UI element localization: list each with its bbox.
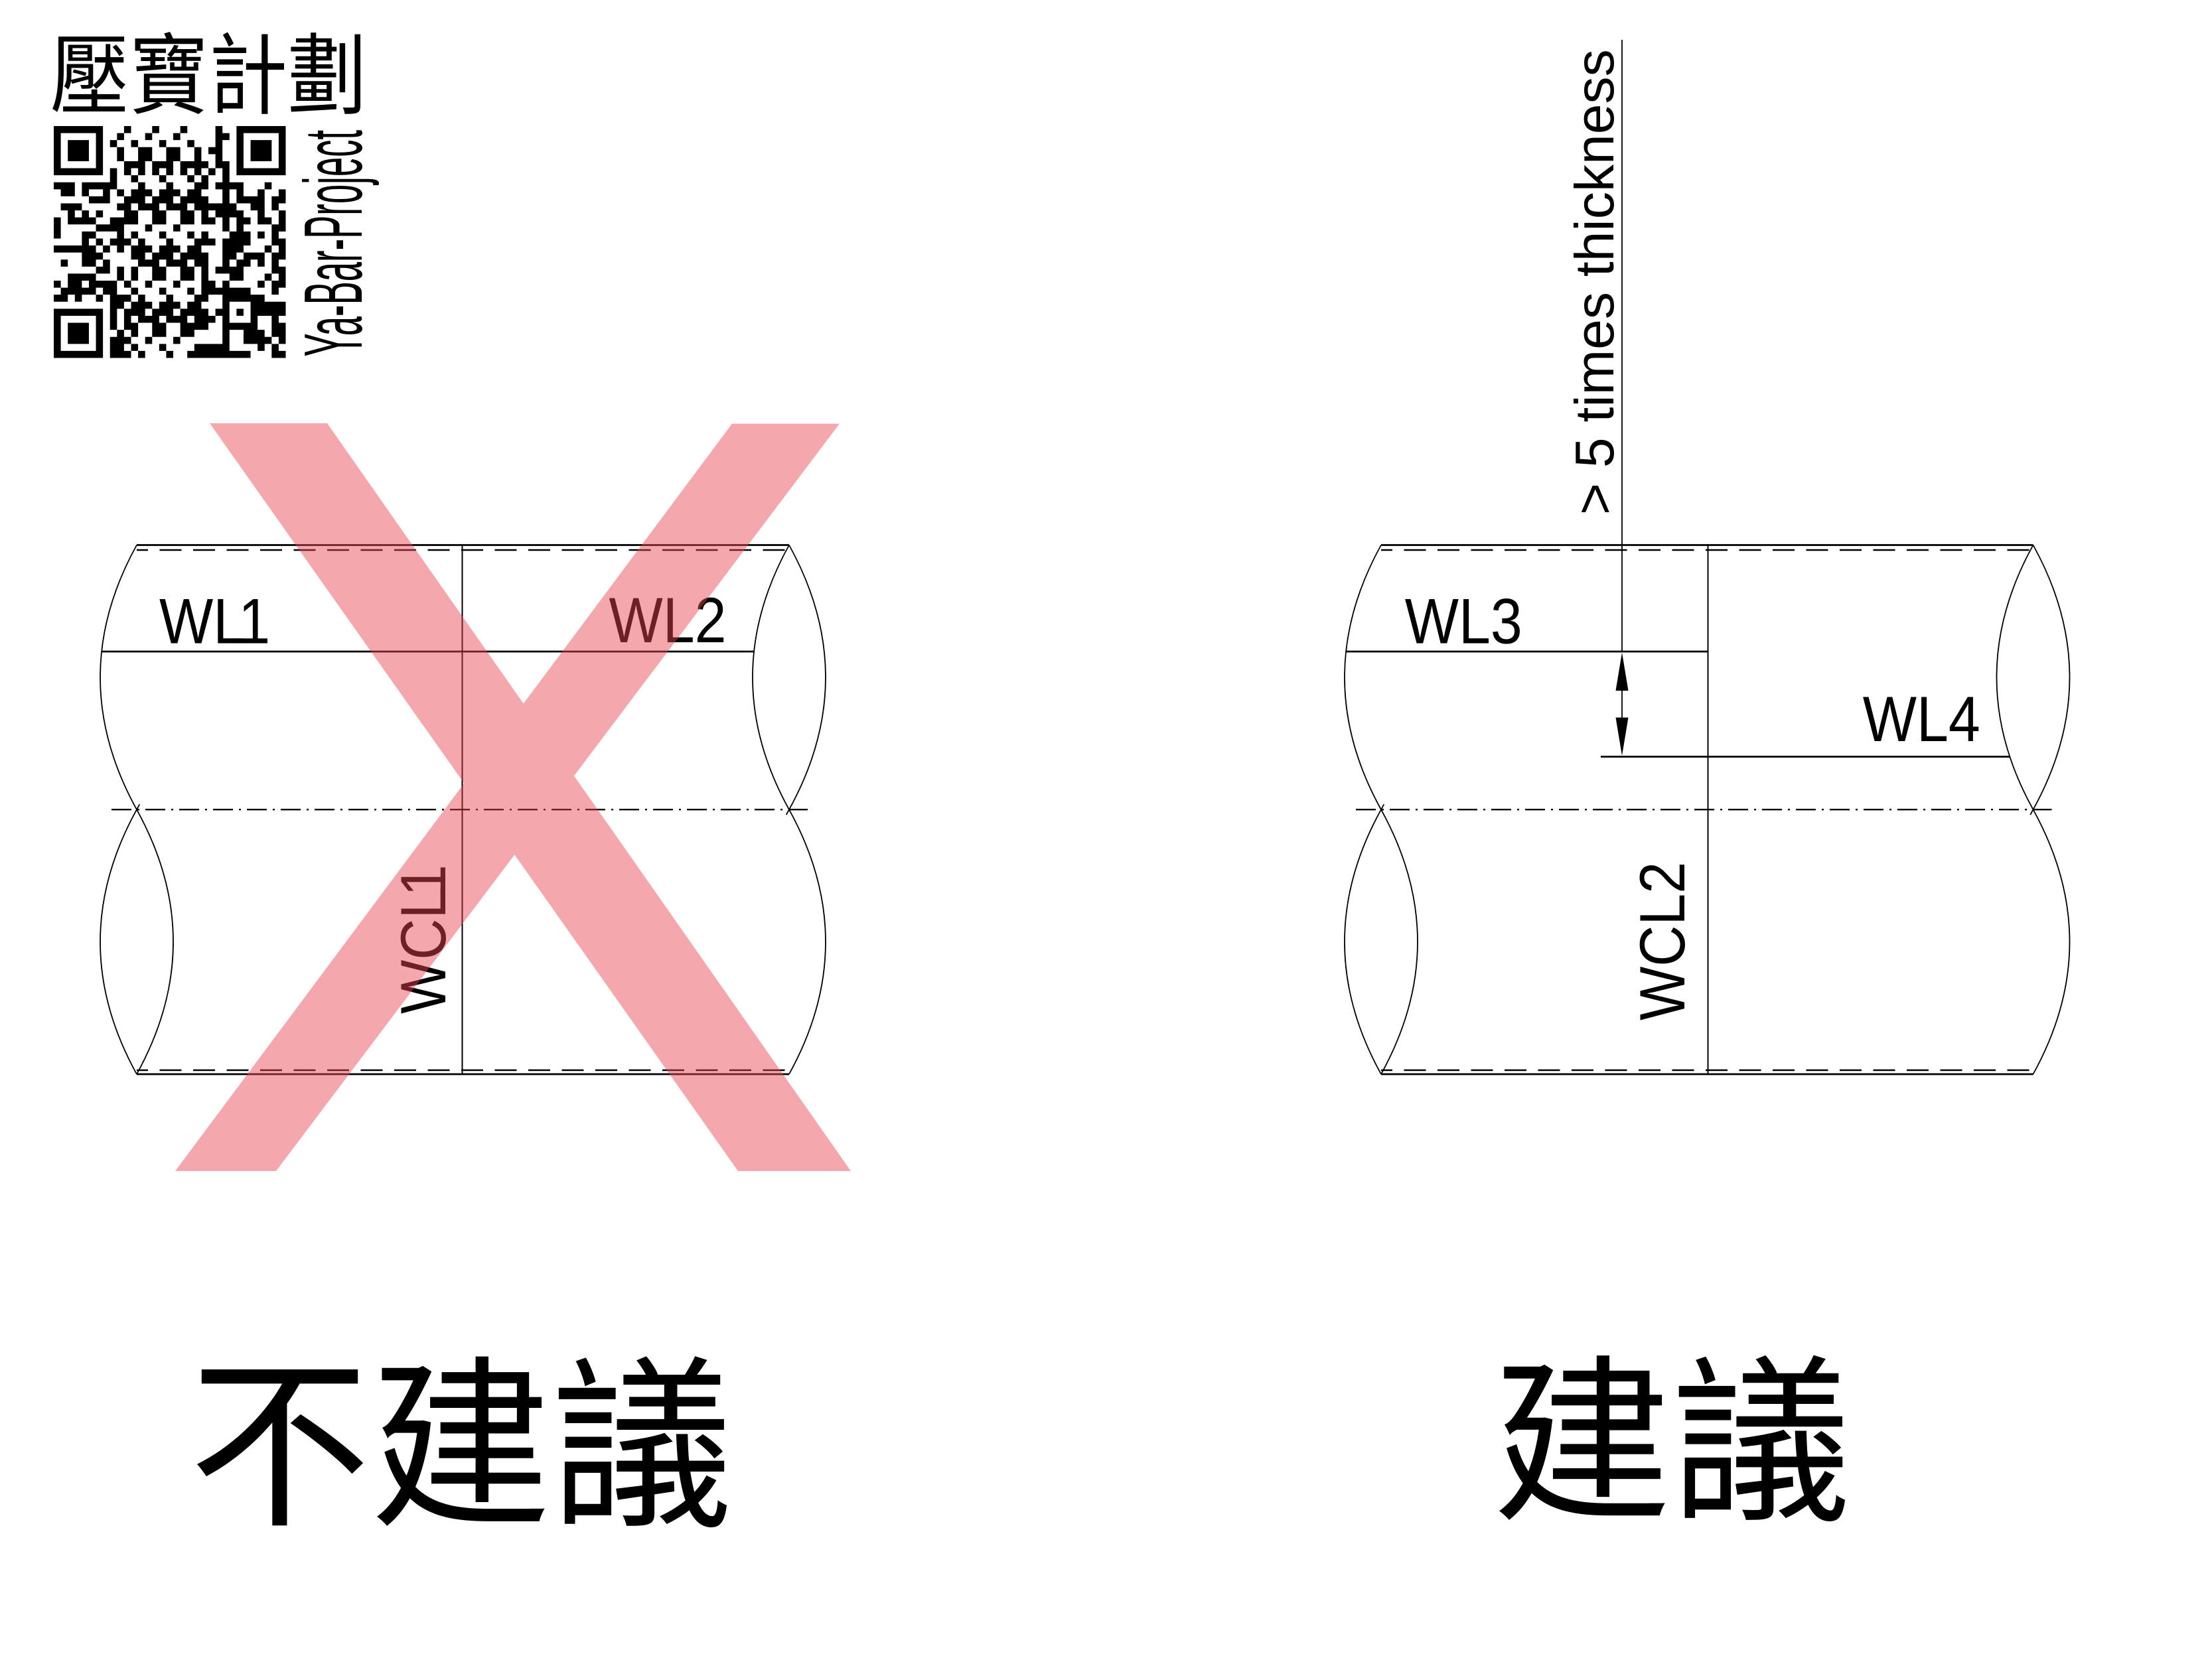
svg-text:WL2: WL2 xyxy=(609,585,727,656)
svg-text:Ya-Bar-Project: Ya-Bar-Project xyxy=(288,130,380,357)
svg-text:WL1: WL1 xyxy=(159,586,270,658)
svg-text:WCL2: WCL2 xyxy=(1627,862,1698,1020)
svg-text:WL4: WL4 xyxy=(1863,683,1980,755)
svg-text:> 5 times thickness: > 5 times thickness xyxy=(1565,49,1625,515)
svg-text:WL3: WL3 xyxy=(1405,586,1522,658)
svg-text:WCL1: WCL1 xyxy=(388,865,459,1014)
